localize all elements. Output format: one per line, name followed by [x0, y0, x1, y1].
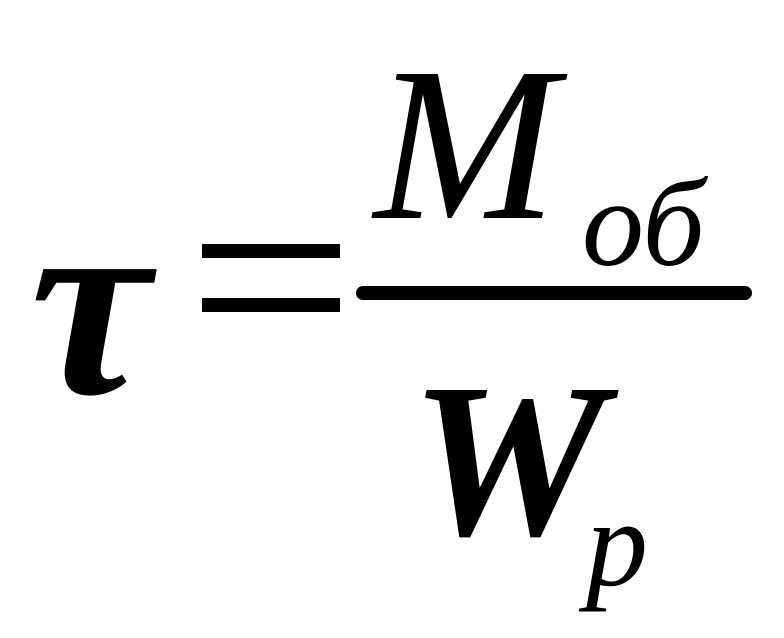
denominator-subscript: p: [586, 475, 648, 612]
numerator-symbol: M: [374, 22, 558, 266]
denominator-symbol: W: [410, 338, 606, 582]
equals-bottom-bar: [202, 298, 340, 312]
fraction-bar: [356, 286, 752, 300]
equals-sign: [202, 232, 340, 322]
numerator-subscript: об: [582, 155, 705, 292]
equals-top-bar: [202, 244, 340, 258]
tau-symbol: τ: [30, 153, 150, 452]
